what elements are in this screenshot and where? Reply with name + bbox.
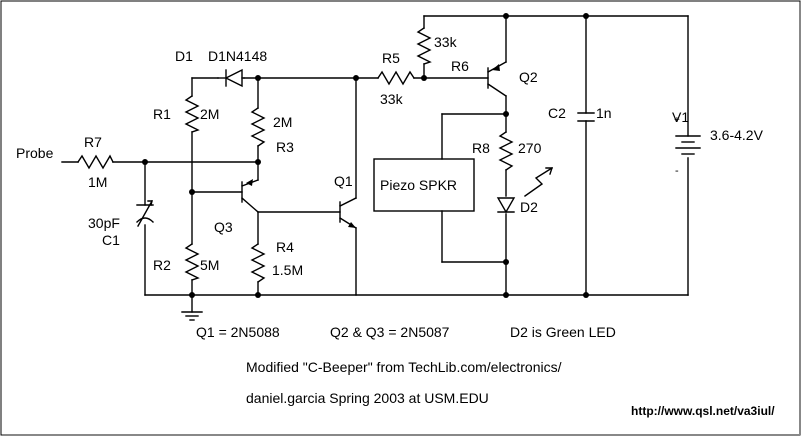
label-r7: R7 — [84, 134, 102, 150]
label-r2-value: 5M — [200, 257, 219, 273]
label-q3: Q3 — [214, 219, 233, 235]
label-d1-part: D1N4148 — [208, 48, 267, 64]
label-v1-plus: + — [674, 115, 680, 126]
note-url: http://www.qsl.net/va3iul/ — [631, 404, 775, 418]
resistor-r8 — [498, 131, 514, 171]
label-c1-value: 30pF — [88, 215, 120, 231]
label-c1: C1 — [102, 232, 120, 248]
label-r4-value: 1.5M — [272, 262, 303, 278]
capacitor-c1 — [136, 200, 154, 227]
label-v1-value: 3.6-4.2V — [710, 127, 764, 143]
wires — [61, 15, 689, 313]
label-d2: D2 — [520, 199, 538, 215]
diode-d1 — [217, 68, 245, 88]
label-r1: R1 — [153, 106, 171, 122]
label-r5-value: 33k — [380, 91, 404, 107]
label-q1: Q1 — [334, 173, 353, 189]
label-r6: R6 — [451, 58, 469, 74]
label-r6-value: 33k — [434, 34, 458, 50]
label-r8-value: 270 — [518, 140, 542, 156]
transistor-q3 — [241, 179, 259, 213]
resistor-r3 — [250, 107, 266, 147]
capacitor-c2 — [577, 112, 595, 122]
label-v1: V1 — [672, 109, 689, 125]
transistor-q2 — [487, 61, 507, 97]
note-credit-author: daniel.garcia Spring 2003 at USM.EDU — [246, 390, 489, 406]
label-r1-value: 2M — [200, 106, 219, 122]
label-r3: R3 — [276, 139, 294, 155]
note-q1-part: Q1 = 2N5088 — [196, 324, 280, 340]
note-credit-source: Modified "C-Beeper" from TechLib.com/ele… — [246, 359, 562, 375]
note-q2-q3-part: Q2 & Q3 = 2N5087 — [330, 324, 450, 340]
label-q2: Q2 — [519, 69, 538, 85]
note-d2-description: D2 is Green LED — [510, 324, 616, 340]
label-r5: R5 — [382, 50, 400, 66]
resistor-r7 — [77, 154, 114, 170]
label-probe: Probe — [16, 145, 54, 161]
label-c2-value: 1n — [596, 105, 612, 121]
piezo-speaker — [373, 158, 475, 212]
junction-dots — [142, 13, 589, 298]
label-r3-value: 2M — [273, 114, 292, 130]
label-r8: R8 — [472, 140, 490, 156]
battery-v1 — [675, 135, 701, 155]
label-r4: R4 — [276, 239, 294, 255]
led-d2 — [496, 167, 553, 214]
transistor-q1 — [339, 197, 357, 229]
resistor-r5 — [377, 70, 415, 86]
label-v1-minus: - — [675, 165, 679, 177]
label-r7-value: 1M — [88, 174, 107, 190]
label-r2: R2 — [153, 257, 171, 273]
resistor-r6 — [416, 27, 432, 65]
ground-symbol — [181, 311, 203, 321]
label-piezo: Piezo SPKR — [380, 177, 457, 193]
resistor-r2 — [184, 243, 200, 281]
resistor-r4 — [250, 243, 266, 283]
resistor-r1 — [184, 95, 200, 133]
label-c2: C2 — [548, 105, 566, 121]
label-d1: D1 — [175, 48, 193, 64]
